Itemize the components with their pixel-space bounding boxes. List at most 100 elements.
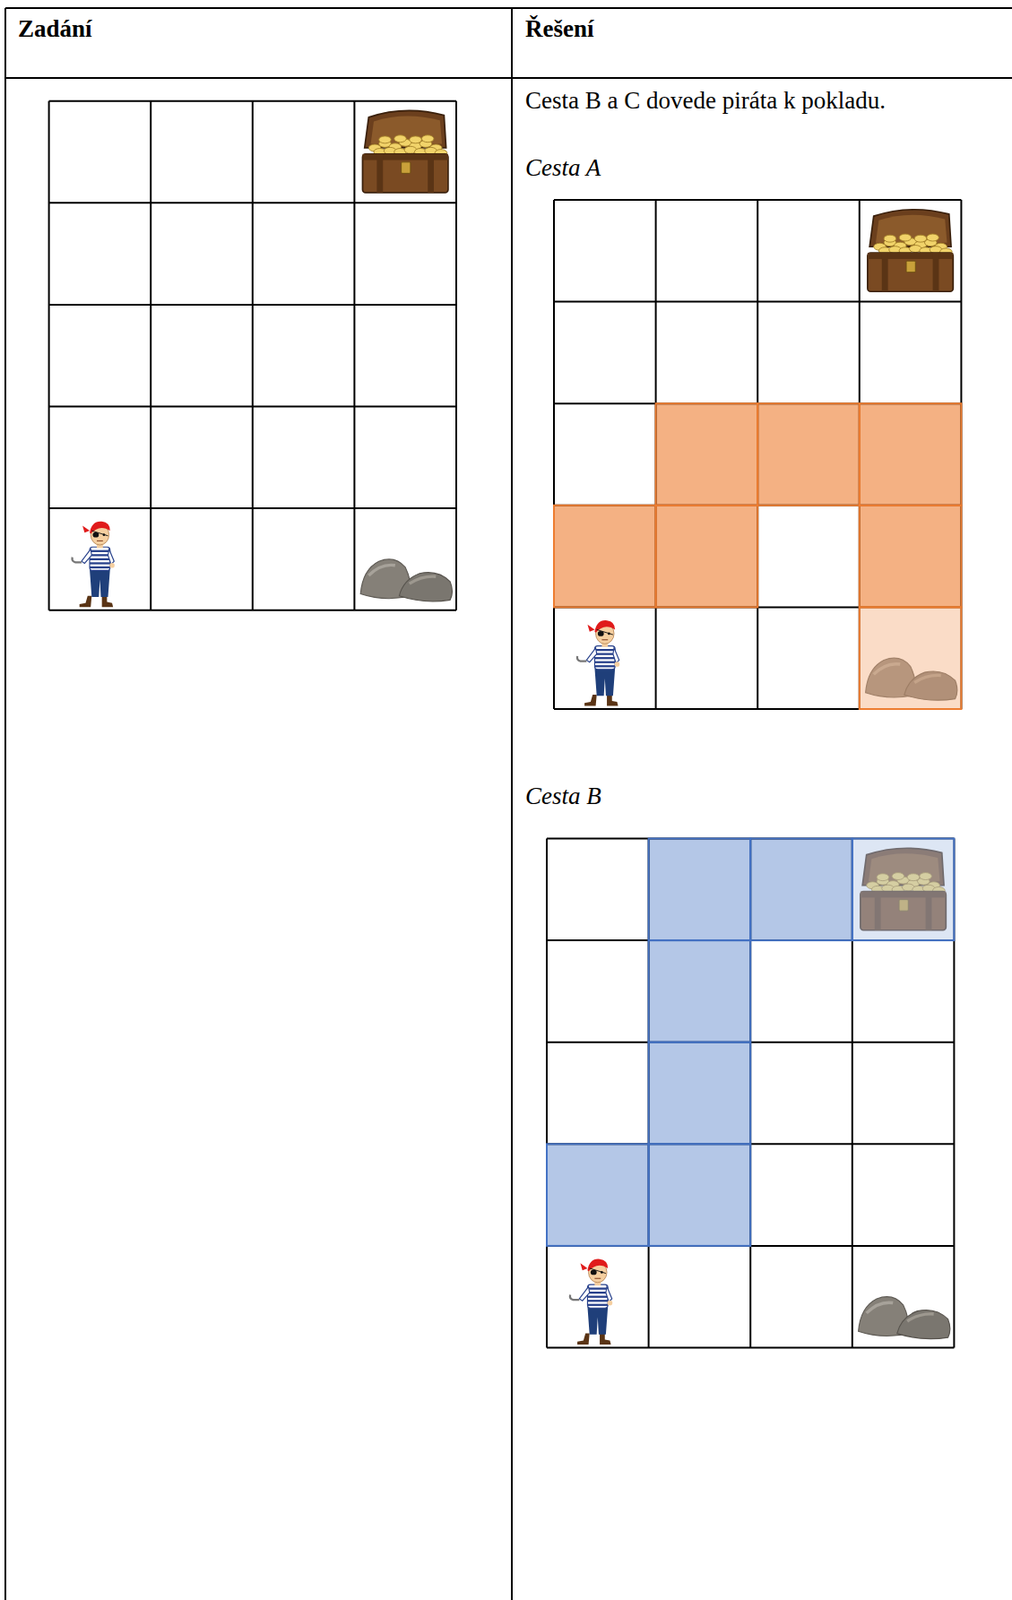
chest-lid-inner: [875, 215, 948, 243]
pirate-mouth: [601, 639, 608, 641]
chest-band: [882, 252, 889, 292]
grid-line: [49, 100, 457, 103]
pirate-hook: [570, 1294, 580, 1300]
path-cell-border: [757, 403, 860, 506]
pirate-shoe: [606, 694, 618, 706]
path-cell-border: [859, 403, 962, 506]
grid-line: [553, 198, 961, 201]
grid-line: [353, 101, 355, 611]
pirate-hand: [607, 1300, 614, 1307]
pirate-shoe: [79, 596, 93, 607]
path-cell-tint: [859, 606, 962, 710]
gold-coin: [883, 234, 897, 243]
path-cell: [546, 1143, 649, 1246]
patch-strap: [596, 629, 614, 635]
map-grid: [553, 199, 961, 710]
gold-coin: [926, 233, 940, 242]
path-cell-border: [648, 839, 752, 942]
pirate-eye: [607, 632, 611, 636]
pirate-icon: [72, 521, 115, 608]
table-border: [4, 8, 7, 1600]
chest-lid: [364, 110, 447, 148]
pirate-arm: [579, 1286, 589, 1301]
gold-coin: [409, 136, 423, 144]
path-cell: [648, 1143, 752, 1246]
shirt-stripe: [594, 648, 615, 651]
map-grid: [49, 101, 457, 611]
pirate-eye: [600, 1271, 604, 1274]
chest-band: [867, 252, 953, 260]
treasure-icon: [362, 110, 448, 192]
table-frame: [5, 8, 1012, 1600]
path-cell-border: [648, 1042, 752, 1145]
pirate-bandana: [594, 620, 615, 633]
grid-line: [553, 199, 555, 710]
shirt-stripe: [89, 550, 111, 553]
pirate-bandana: [587, 1259, 608, 1272]
path-cell-border: [553, 505, 657, 608]
grid-line: [48, 101, 51, 611]
shirt-stripe: [594, 665, 615, 667]
bandana-knot: [587, 624, 595, 632]
pirate-icon: [577, 620, 620, 707]
patch-strap: [91, 530, 108, 537]
pirate-shirt: [587, 1284, 608, 1308]
patch-strap: [589, 1268, 606, 1274]
pirate-arm: [81, 549, 92, 564]
pirate-hand: [109, 562, 115, 569]
shirt-stripe: [594, 661, 615, 664]
grid-line: [455, 101, 458, 611]
treasure-icon: [867, 209, 953, 292]
chest-lid-inner: [371, 115, 443, 144]
chest-box: [867, 252, 953, 292]
shirt-stripe: [89, 558, 111, 561]
rock-highlight: [409, 576, 437, 584]
grid-line: [553, 301, 961, 303]
table-border: [5, 77, 1012, 79]
path-cell-tint: [852, 839, 955, 942]
path-cell: [553, 505, 657, 608]
shirt-stripe: [587, 1299, 608, 1302]
pirate-shirt: [89, 546, 111, 571]
shirt-stripe: [89, 562, 111, 564]
path-cell: [859, 505, 962, 608]
shirt-stripe: [89, 566, 111, 569]
pirate-mouth: [594, 1278, 601, 1280]
pirate-shoe: [599, 1333, 611, 1345]
path-cell: [757, 403, 860, 506]
pirate-icon: [570, 1259, 613, 1346]
rock: [398, 572, 452, 602]
solution-note: Cesta B a C dovede piráta k pokladu.: [525, 86, 886, 115]
chest-lid: [869, 209, 952, 248]
grid-line: [545, 839, 548, 1349]
gold-coin: [421, 135, 434, 143]
grid-line: [546, 1347, 954, 1350]
column-header: Řešení: [525, 14, 595, 44]
chest-lock: [906, 260, 916, 272]
pirate-eye: [103, 533, 106, 537]
shirt-stripe: [594, 653, 615, 656]
path-cell: [750, 839, 853, 942]
path-cell-border: [546, 1143, 649, 1246]
path-caption: Cesta B: [525, 781, 602, 811]
chest-band: [362, 154, 448, 161]
pirate-arm: [586, 648, 597, 663]
table-border: [5, 7, 1012, 9]
gold-coin: [394, 135, 407, 143]
pirate-bandana: [89, 521, 111, 535]
pirate-arm: [613, 648, 620, 664]
table-border: [510, 8, 513, 1600]
chest-band: [376, 154, 383, 193]
pirate-mouth: [96, 540, 104, 542]
pirate-shoe: [102, 596, 113, 607]
grid-line: [49, 201, 457, 204]
path-cell-border: [859, 505, 962, 608]
gold-coin: [914, 234, 927, 243]
shirt-stripe: [587, 1291, 608, 1294]
path-cell-border: [656, 505, 759, 608]
column-header: Zadání: [17, 14, 93, 44]
grid-line: [149, 101, 152, 611]
rocks-icon: [858, 1297, 951, 1340]
bandana-knot: [579, 1262, 588, 1271]
